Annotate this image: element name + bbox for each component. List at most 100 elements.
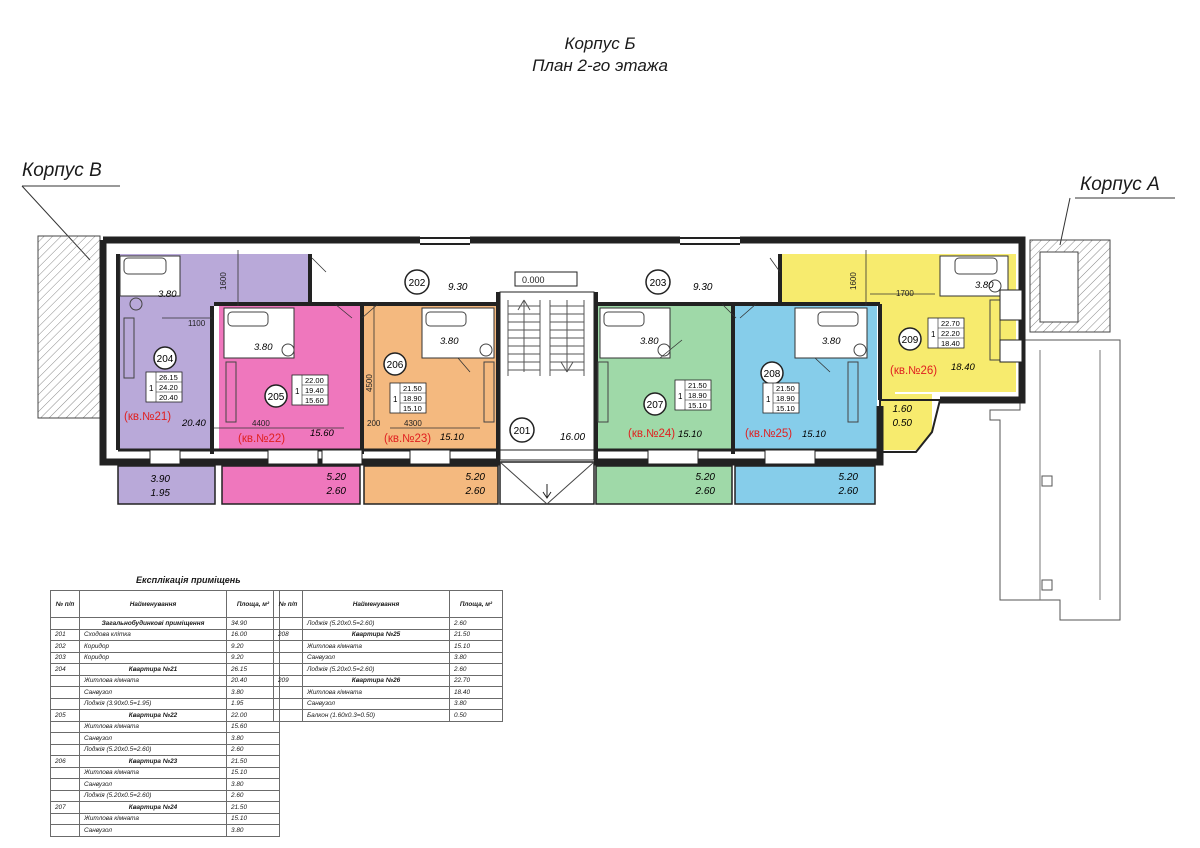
table-cell-name: Житлова кімната bbox=[79, 674, 227, 687]
dim-4400: 4400 bbox=[252, 419, 270, 428]
table-cell-num bbox=[50, 617, 80, 630]
total-area: 26.15 bbox=[159, 373, 178, 382]
balcony-outline bbox=[879, 399, 942, 453]
col-header-name: Найменування bbox=[79, 590, 227, 618]
area-box bbox=[145, 371, 183, 403]
wing-label-right: Корпус А bbox=[1080, 174, 1160, 195]
table-cell-area: 21.50 bbox=[226, 801, 280, 814]
room-marker bbox=[153, 346, 177, 370]
level-mark: 0.000 bbox=[522, 275, 545, 285]
dim-4500: 4500 bbox=[365, 374, 374, 392]
dim-1600-right: 1600 bbox=[849, 272, 858, 290]
room-marker bbox=[643, 392, 667, 416]
loggia-207 bbox=[595, 465, 733, 505]
table-cell-num bbox=[273, 651, 303, 664]
apartment-205: 205122.0019.4015.60(кв.№22)15.603.805.20… bbox=[238, 342, 346, 497]
dim-4300: 4300 bbox=[404, 419, 422, 428]
table-cell-area: 3.80 bbox=[226, 732, 280, 745]
entrance-arrow-icon bbox=[542, 484, 552, 499]
col-header-area: Площа, м² bbox=[449, 590, 503, 618]
table-cell-area: 0.50 bbox=[449, 709, 503, 722]
table-cell-num bbox=[50, 812, 80, 825]
table-cell-name: Квартира №22 bbox=[79, 709, 227, 722]
table-cell-name: Санвузол bbox=[79, 686, 227, 699]
explication-table-right: № п/п Найменування Площа, м² Лоджія (5.2… bbox=[273, 590, 503, 722]
living-area: 20.40 bbox=[159, 393, 178, 402]
explication-table-left: № п/п Найменування Площа, м² Загальнобуд… bbox=[50, 590, 280, 837]
table-cell-name: Балкон (1.60х0.3=0.50) bbox=[302, 709, 450, 722]
table-cell-name: Житлова кімната bbox=[79, 766, 227, 779]
apartment-label: (кв.№22) bbox=[238, 433, 285, 445]
table-row: Балкон (1.60х0.3=0.50)0.50 bbox=[273, 709, 503, 722]
living-sum-area: 22.20 bbox=[941, 329, 960, 338]
table-cell-area: 26.15 bbox=[226, 663, 280, 676]
table-cell-num bbox=[50, 732, 80, 745]
table-cell-num bbox=[50, 697, 80, 710]
loggia-reduced-area: 2.60 bbox=[695, 486, 716, 497]
room-number: 204 bbox=[157, 354, 174, 365]
table-cell-area: 3.80 bbox=[449, 651, 503, 664]
table-cell-num: 207 bbox=[50, 801, 80, 814]
table-cell-num bbox=[273, 709, 303, 722]
table-cell-name: Санвузол bbox=[302, 651, 450, 664]
col-header-area: Площа, м² bbox=[226, 590, 280, 618]
table-cell-area: 3.80 bbox=[226, 686, 280, 699]
table-cell-name: Загальнобудинкові приміщення bbox=[79, 617, 227, 630]
loggia-area: 5.20 bbox=[466, 472, 486, 483]
table-row: Лоджія (3.90х0.5=1.95)1.95 bbox=[50, 697, 280, 710]
table-cell-num: 209 bbox=[273, 674, 303, 687]
living-area: 15.10 bbox=[688, 401, 707, 410]
table-cell-name: Санвузол bbox=[302, 697, 450, 710]
table-cell-area: 9.20 bbox=[226, 640, 280, 653]
dimension-lines bbox=[162, 250, 935, 429]
living-room-area: 15.10 bbox=[802, 429, 826, 440]
table-cell-num: 201 bbox=[50, 628, 80, 641]
table-cell-name: Житлова кімната bbox=[302, 640, 450, 653]
table-cell-num: 208 bbox=[273, 628, 303, 641]
table-cell-num bbox=[273, 640, 303, 653]
room-203-area: 9.30 bbox=[693, 282, 713, 293]
bathroom-area: 3.80 bbox=[975, 280, 994, 291]
living-room-area: 15.10 bbox=[440, 432, 464, 443]
table-cell-name: Лоджія (3.90х0.5=1.95) bbox=[79, 697, 227, 710]
loggia-204 bbox=[117, 465, 216, 505]
table-cell-area: 2.60 bbox=[449, 617, 503, 630]
table-cell-area: 15.60 bbox=[226, 720, 280, 733]
table-cell-name: Коридор bbox=[79, 651, 227, 664]
room-marker bbox=[264, 384, 288, 408]
col-header-name: Найменування bbox=[302, 590, 450, 618]
apartment-label: (кв.№26) bbox=[890, 365, 937, 377]
explication-title: Експлікація приміщень bbox=[136, 575, 241, 585]
table-cell-area: 22.70 bbox=[449, 674, 503, 687]
building-b-stub bbox=[37, 235, 101, 419]
table-cell-name: Житлова кімната bbox=[302, 686, 450, 699]
table-cell-name: Коридор bbox=[79, 640, 227, 653]
table-cell-num bbox=[50, 720, 80, 733]
apartment-label: (кв.№24) bbox=[628, 428, 675, 440]
area-box bbox=[762, 382, 800, 414]
table-row: Лоджія (5.20х0.5=2.60)2.60 bbox=[273, 663, 503, 676]
fixtures bbox=[123, 257, 1002, 423]
loggia-206 bbox=[363, 465, 499, 505]
table-row: Лоджія (5.20х0.5=2.60)2.60 bbox=[273, 617, 503, 630]
apartment-label: (кв.№25) bbox=[745, 428, 792, 440]
room-201: 201 bbox=[509, 417, 535, 443]
living-area: 15.10 bbox=[403, 404, 422, 413]
table-cell-area: 15.10 bbox=[226, 766, 280, 779]
table-cell-num bbox=[50, 766, 80, 779]
table-header: № п/п Найменування Площа, м² bbox=[50, 590, 280, 618]
loggia-area: 3.90 bbox=[151, 474, 171, 485]
loggia-reduced-area: 0.50 bbox=[893, 418, 913, 429]
room-203: 203 bbox=[645, 269, 671, 295]
table-cell-num bbox=[50, 674, 80, 687]
wing-label-left: Корпус В bbox=[22, 160, 102, 181]
table-header: № п/п Найменування Площа, м² bbox=[273, 590, 503, 618]
living-sum-area: 18.90 bbox=[688, 391, 707, 400]
